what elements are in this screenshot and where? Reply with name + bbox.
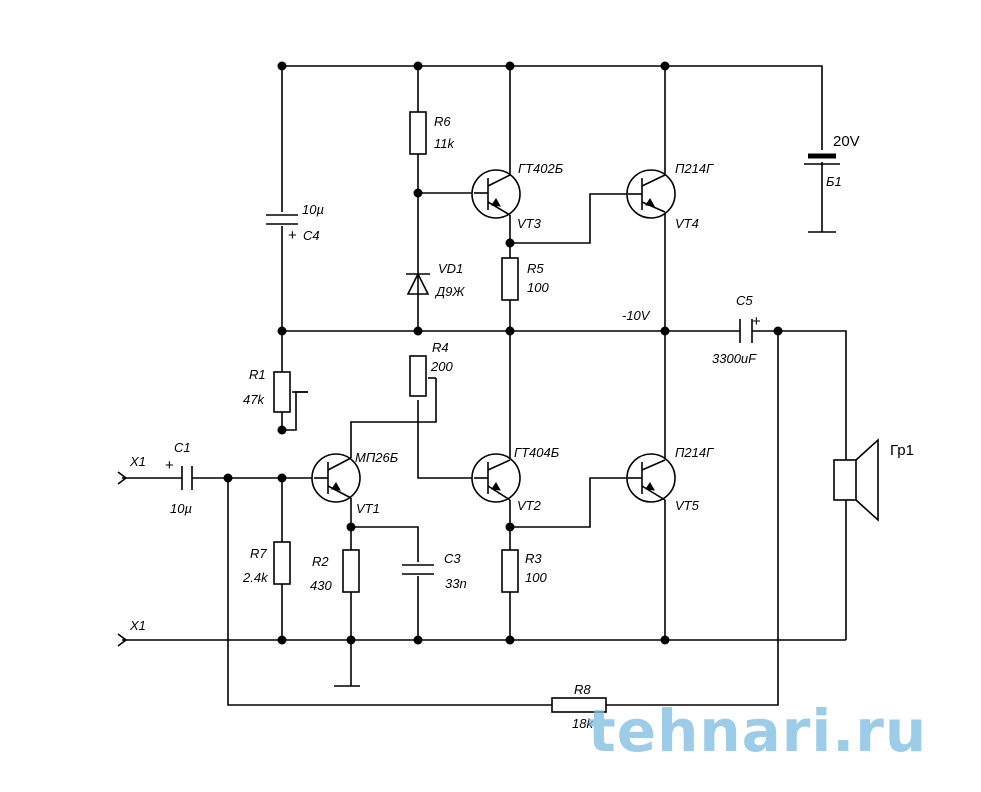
label-r5-ref: R5: [527, 261, 544, 276]
label-r2-value: 430: [310, 578, 332, 593]
watermark-text: tehnari.ru: [588, 697, 928, 765]
label-vt5-ref: VT5: [675, 498, 700, 513]
label-c4-ref: C4: [303, 228, 320, 243]
label-r1-ref: R1: [249, 367, 266, 382]
label-r6-value: 11k: [434, 136, 455, 151]
label-vt5-type: П214Г: [675, 445, 714, 460]
label-vd1-value: Д9Ж: [434, 284, 465, 299]
label-mid-voltage: -10V: [622, 308, 651, 323]
label-c3-value: 33n: [445, 576, 467, 591]
label-c5-ref: C5: [736, 293, 753, 308]
label-speaker-ref: Гр1: [890, 442, 914, 459]
label-vt1-ref: VT1: [356, 501, 380, 516]
label-c3-ref: C3: [444, 551, 461, 566]
transistor-vt5: [626, 453, 676, 503]
transistor-vt4: [626, 169, 676, 219]
label-battery-ref: Б1: [826, 174, 842, 189]
label-r4-value: 200: [430, 359, 453, 374]
label-r3-value: 100: [525, 570, 547, 585]
label-r6-ref: R6: [434, 114, 451, 129]
label-c5-plus: +: [752, 313, 761, 330]
label-vt2-ref: VT2: [517, 498, 542, 513]
junction-dots: [223, 61, 783, 645]
label-c1-plus: +: [165, 457, 174, 474]
transistor-vt3: [471, 169, 521, 219]
resistor-r2: [342, 549, 360, 593]
label-r8-ref: R8: [574, 682, 591, 697]
transistor-vt1: [311, 453, 361, 503]
battery-b1: [804, 153, 840, 233]
label-r5-value: 100: [527, 280, 549, 295]
label-r4-ref: R4: [432, 340, 449, 355]
label-vt4-type: П214Г: [675, 161, 714, 176]
label-input-top: X1: [129, 454, 146, 469]
resistor-r5: [501, 257, 519, 301]
resistor-r7: [273, 541, 291, 585]
speaker-gr1: [833, 438, 879, 522]
label-vd1-ref: VD1: [438, 261, 463, 276]
capacitor-c5: [739, 319, 753, 343]
label-vt4-ref: VT4: [675, 216, 699, 231]
label-r7-ref: R7: [250, 546, 267, 561]
label-r3-ref: R3: [525, 551, 542, 566]
resistor-r4: [409, 355, 427, 397]
label-vt2-type: ГТ404Б: [514, 445, 560, 460]
label-r1-value: 47k: [243, 392, 265, 407]
label-vt1-type: МП26Б: [355, 450, 399, 465]
label-r2-ref: R2: [312, 554, 329, 569]
capacitor-c4: [266, 212, 298, 226]
label-battery-value: 20V: [833, 133, 860, 150]
label-vt3-ref: VT3: [517, 216, 542, 231]
label-c4-value: 10µ: [302, 202, 324, 217]
label-c4-plus: +: [288, 227, 297, 244]
label-c1-value: 10µ: [170, 501, 192, 516]
label-input-bottom: X1: [129, 618, 146, 633]
label-r7-value: 2.4k: [242, 570, 269, 585]
label-c5-value: 3300uF: [712, 351, 757, 366]
resistor-r6: [409, 111, 427, 155]
resistor-r3: [501, 549, 519, 593]
labels: R6 11k ГТ402Б VT3 П214Г VT4 10µ + C4 20V…: [129, 114, 914, 731]
label-r8-value: 18k: [572, 716, 594, 731]
label-c1-ref: C1: [174, 440, 191, 455]
diode-vd1: [406, 270, 430, 298]
capacitor-c3: [402, 562, 434, 576]
label-vt3-type: ГТ402Б: [518, 161, 564, 176]
potentiometer-r1: [273, 371, 308, 413]
resistor-r8: [551, 697, 607, 713]
capacitor-c1: [181, 466, 193, 490]
wiring: [117, 65, 847, 706]
transistor-vt2: [471, 453, 521, 503]
